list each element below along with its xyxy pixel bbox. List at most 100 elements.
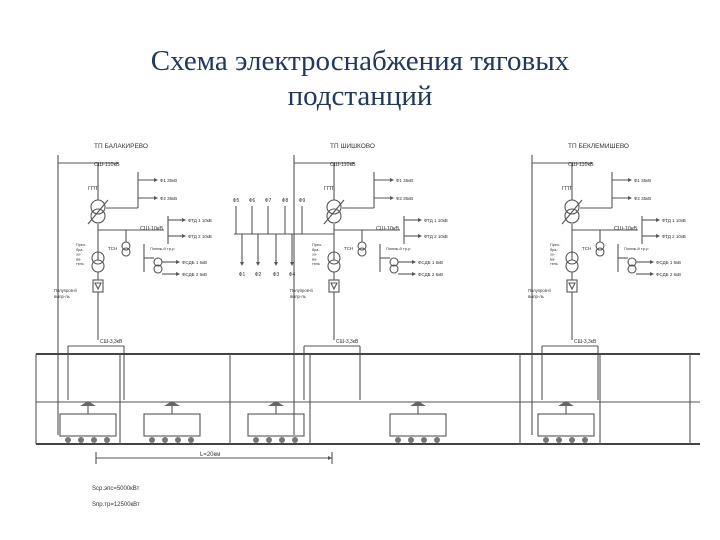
slide-title-line-2: подстанций [287,80,433,112]
tsn-winding-1 [595,241,605,251]
transformer-winding-1 [90,199,106,215]
note-line-1: Sср.эпс=5000кВт [92,486,140,492]
feeder-6kv-1-arrow [412,260,416,264]
transformer-winding-1 [326,199,342,215]
converter-label: бра- [76,248,84,252]
feeder-35kv-1-arrow [390,178,394,182]
converter-label: ва- [312,257,318,261]
feeder-6kv-1-label: ФСДБ 1 6кВ [656,260,681,265]
bus-110kv-label: СШ-110кВ [94,162,120,168]
diode-symbol [94,282,102,291]
distribution-bottom-arrow [240,262,244,266]
locomotive-body [143,413,201,437]
tsn-winding-1 [357,241,367,251]
feeder-6kv-2-arrow [412,272,416,276]
rectifier-label: Полупров-й [54,288,77,293]
diode-symbol [330,282,338,291]
wheel [408,437,414,443]
wheel [149,437,155,443]
distribution-bottom-arrow [290,262,294,266]
feeder-35kv-2-label: Ф2 35кВ [396,196,413,201]
feeder-10kv-1-arrow [182,218,186,222]
locomotive-1 [59,401,117,443]
converter-label: тель [550,262,558,266]
note-line-2: Sпр.тр=12500кВт [92,502,140,508]
wheel [253,437,259,443]
feeder-10kv-1-arrow [656,218,660,222]
feeder-35kv-2-arrow [628,196,632,200]
feeder-6kv-2-arrow [650,272,654,276]
transformer-winding-2 [326,208,342,224]
diode-symbol [568,282,576,291]
converter-winding-2 [91,259,105,273]
locomotive-body [537,413,595,437]
lowering-transformer-label: Пониж-й тр-р [386,246,411,251]
feeder-10kv-2-label: ФТД 2 10кВ [424,234,448,239]
feeder-35kv-2-label: Ф2 35кВ [634,196,651,201]
feeder-6kv-2-label: ФСДБ 2 6кВ [656,272,681,277]
feeder-35kv-2-label: Ф2 35кВ [160,196,177,201]
lowering-winding-2 [153,264,163,274]
distribution-bottom-label: Ф3 [273,272,280,278]
slide-title: Схема электроснабжения тяговых подстанци… [0,44,720,114]
converter-label: зо- [76,253,82,257]
distribution-bottom-label: Ф4 [289,272,296,278]
feeder-6kv-2-arrow [176,272,180,276]
wheel [104,437,110,443]
tsn-winding-2 [595,247,605,257]
feeder-10kv-1-label: ФТД 1 10кВ [424,218,448,223]
transformer-winding-2 [564,208,580,224]
locomotive-body [59,413,117,437]
bus-10kv-label: СШ-10кВ [614,226,637,232]
distribution-bottom-arrow [274,262,278,266]
feeder-6kv-2-label: ФСДБ 2 6кВ [418,272,443,277]
tsn-winding-2 [121,247,131,257]
distribution-top-label: Ф5 [233,198,240,204]
converter-label: Прео- [312,243,323,247]
converter-label: бра- [312,248,320,252]
wheel [91,437,97,443]
tsn-label: ТСН [582,246,591,251]
rectifier-label: выпр-ль [290,294,307,299]
feeder-6kv-1-label: ФСДБ 1 6кВ [418,260,443,265]
lowering-winding-2 [627,264,637,274]
distribution-top-label: Ф8 [282,198,289,204]
traction-network [35,353,700,445]
distribution-bottom-label: Ф1 [239,272,246,278]
converter-winding-1 [91,251,105,265]
distribution-bottom-label: Ф2 [255,272,262,278]
transformer-regulation [561,199,583,225]
wheel [556,437,562,443]
locomotive-2 [143,401,201,443]
bus-3-3kv-label: СШ-3,3кВ [574,339,597,345]
substation-name: ТП ШИШКОВО [330,143,375,150]
feeder-35kv-1-label: Ф1 35кВ [396,178,413,183]
locomotive-5 [537,401,595,443]
feeder-10kv-1-label: ФТД 1 10кВ [188,218,212,223]
transformer-regulation [87,199,109,225]
lowering-transformer-label: Пониж-й тр-р [150,246,175,251]
substation-name: ТП БЕКЛЕМИШЕВО [568,143,629,150]
tsn-label: ТСН [108,246,117,251]
converter-winding-1 [565,251,579,265]
tsn-label: ТСН [344,246,353,251]
bus-10kv-label: СШ-10кВ [376,226,399,232]
rectifier-label: выпр-ль [54,294,71,299]
pantograph [268,401,284,406]
feeder-10kv-2-label: ФТД 2 10кВ [188,234,212,239]
converter-label: Прео- [550,243,561,247]
wheel [569,437,575,443]
transformer-label: ГПТ [88,186,99,192]
wheel [65,437,71,443]
pantograph [410,401,426,406]
wheel [395,437,401,443]
rectifier-label: Полупров-й [528,288,551,293]
converter-label: зо- [550,253,556,257]
feeder-10kv-2-label: ФТД 2 10кВ [662,234,686,239]
pantograph [80,401,96,406]
